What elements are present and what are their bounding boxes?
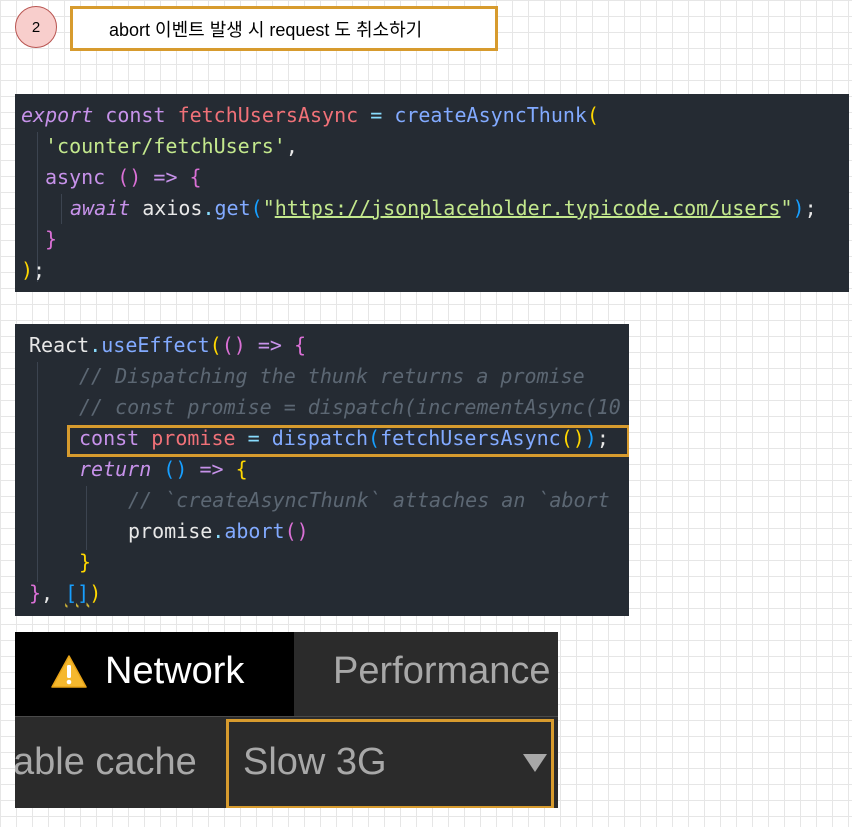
tab-network[interactable]: Network	[15, 632, 294, 716]
step-title-box: abort 이벤트 발생 시 request 도 취소하기	[70, 6, 498, 51]
code-line: }	[79, 550, 92, 574]
code-block-use-effect: React.useEffect(() => { // Dispatching t…	[15, 324, 629, 616]
code-line: const promise = dispatch(fetchUsersAsync…	[79, 426, 609, 450]
code-comment-line: // `createAsyncThunk` attaches an `abort	[128, 488, 610, 512]
indent-guide	[37, 362, 38, 582]
chevron-down-icon[interactable]	[523, 754, 547, 772]
code-comment-line: // const promise = dispatch(incrementAsy…	[79, 395, 621, 419]
indent-guide	[61, 194, 62, 224]
code-block-fetch-users: export const fetchUsersAsync = createAsy…	[15, 94, 849, 292]
warning-icon	[51, 655, 87, 688]
disable-cache-label[interactable]: able cache	[15, 741, 197, 783]
code-line: promise.abort()	[128, 519, 309, 543]
throttle-select-value[interactable]: Slow 3G	[243, 741, 387, 783]
tab-performance[interactable]: Performance	[333, 650, 551, 692]
code-line: }	[45, 227, 58, 251]
tab-network-label: Network	[105, 650, 245, 692]
code-line: }, [])	[29, 581, 102, 605]
code-line: React.useEffect(() => {	[29, 333, 307, 357]
code-line: return () => {	[79, 457, 248, 481]
code-line: await axios.get("https://jsonplaceholder…	[70, 196, 817, 220]
code-line: export const fetchUsersAsync = createAsy…	[21, 103, 600, 127]
step-number-badge: 2	[15, 6, 57, 48]
highlight-box-throttle	[226, 719, 554, 808]
devtools-panel: Network Performance able cache Slow 3G	[15, 632, 558, 808]
step-number: 2	[31, 18, 41, 36]
code-line: async () => {	[45, 165, 202, 189]
code-comment-line: // Dispatching the thunk returns a promi…	[79, 364, 585, 388]
code-line: 'counter/fetchUsers',	[45, 134, 298, 158]
indent-guide	[37, 132, 38, 282]
toolbar-divider	[15, 716, 558, 717]
code-line: );	[21, 258, 46, 282]
step-title: abort 이벤트 발생 시 request 도 취소하기	[109, 19, 423, 40]
highlight-box-dispatch-line	[67, 425, 629, 457]
indent-guide	[86, 486, 87, 550]
